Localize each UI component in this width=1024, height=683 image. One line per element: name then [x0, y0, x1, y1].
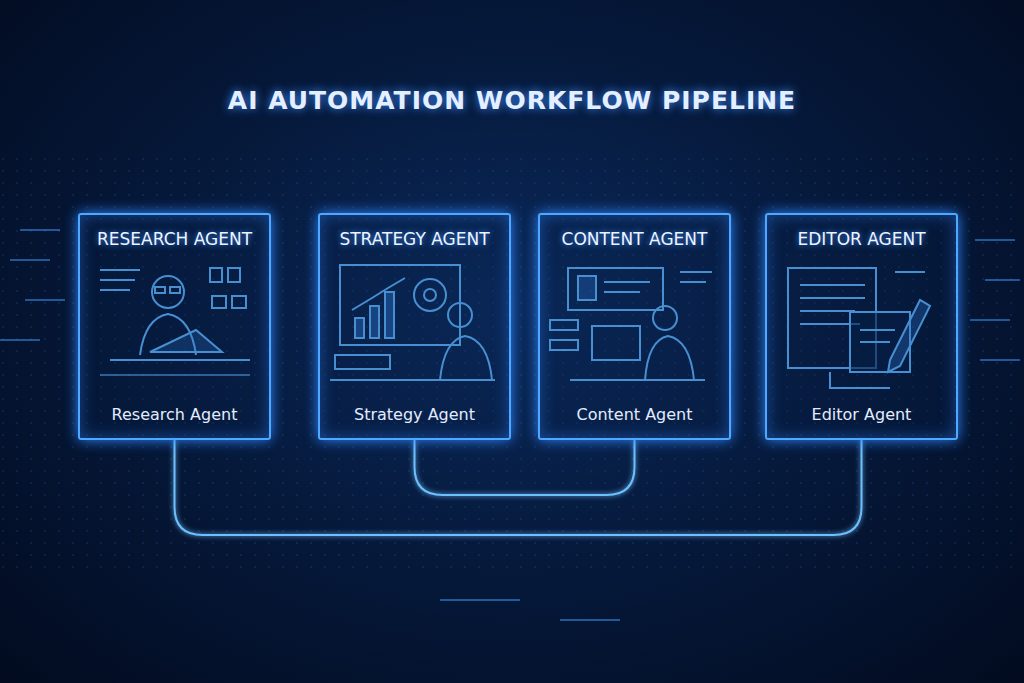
flow-arrow	[731, 325, 765, 328]
agent-heading: RESEARCH AGENT	[80, 229, 269, 249]
title-underline	[200, 131, 824, 133]
agent-label: Research Agent	[80, 405, 269, 424]
agent-heading: CONTENT AGENT	[540, 229, 729, 249]
flow-arrow	[511, 325, 538, 328]
diagram-title: AI AUTOMATION WORKFLOW PIPELINE	[0, 86, 1024, 115]
agent-heading: EDITOR AGENT	[767, 229, 956, 249]
agent-label: Content Agent	[540, 405, 729, 424]
flow-arrow	[271, 325, 318, 328]
data-bus-line	[175, 440, 862, 535]
agent-label: Editor Agent	[767, 405, 956, 424]
agent-heading: STRATEGY AGENT	[320, 229, 509, 249]
agent-box: EDITOR AGENT Editor Agent	[765, 213, 958, 440]
agent-label: Strategy Agent	[320, 405, 509, 424]
agent-box: RESEARCH AGENT Research Agent	[78, 213, 271, 440]
dot-field	[0, 150, 1024, 570]
agent-box: CONTENT AGENT Content Agent	[538, 213, 731, 440]
data-bus-line	[415, 440, 635, 495]
agent-box: STRATEGY AGENT Strategy Agent	[318, 213, 511, 440]
